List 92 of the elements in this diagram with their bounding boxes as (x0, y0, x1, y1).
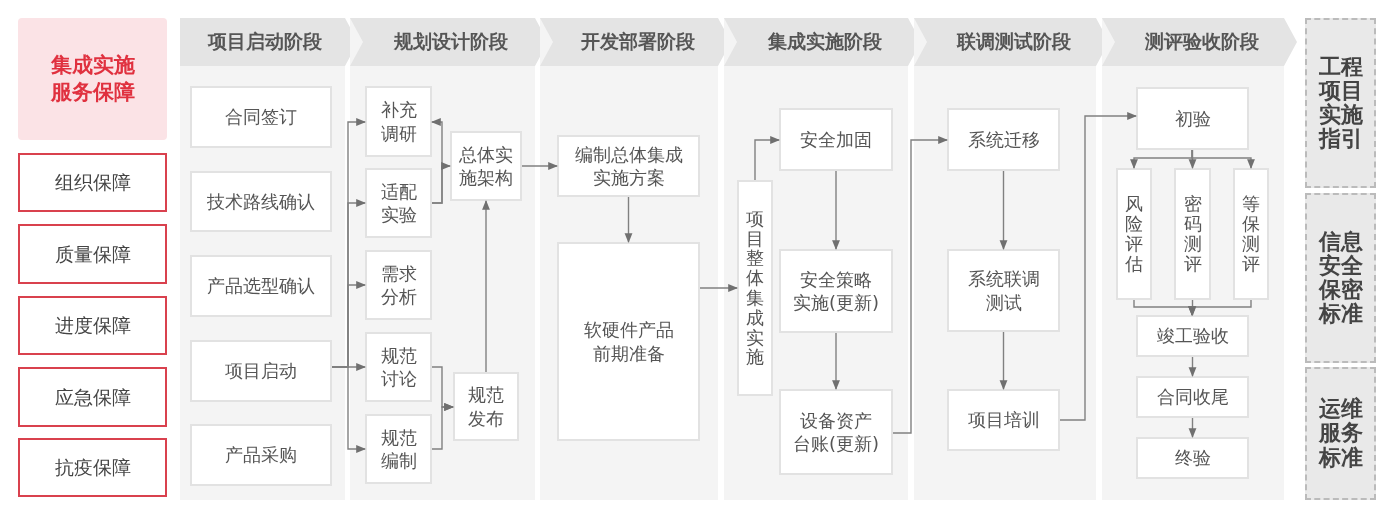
arrow (699, 284, 738, 292)
process-box (365, 332, 432, 402)
process-box (365, 168, 432, 238)
process-box (190, 340, 332, 402)
node-text: 产品采购 (225, 443, 297, 467)
process-box (190, 255, 332, 317)
process-box (365, 414, 432, 484)
process-box (1136, 376, 1249, 418)
process-box (737, 180, 773, 396)
process-box (947, 389, 1060, 451)
process-box (190, 86, 332, 148)
guarantee-box (18, 224, 167, 284)
arrow (431, 403, 454, 450)
node-text: 规范发布 (468, 383, 504, 430)
node-text: 技术路线确认 (207, 189, 315, 214)
process-box (190, 424, 332, 486)
process-box (947, 249, 1060, 332)
process-box (190, 171, 332, 232)
node-text: 集成实施服务保障 (50, 51, 135, 106)
node-text: 项目培训 (967, 408, 1040, 432)
node-text: 密码测评 (1183, 194, 1202, 274)
node-text: 规范编制 (380, 425, 417, 473)
arrow (999, 331, 1008, 390)
node-text: 规范讨论 (380, 343, 417, 391)
arrow (1188, 356, 1197, 377)
arrow (832, 332, 840, 390)
guarantee-box (18, 367, 167, 427)
node-text: 应急保障 (54, 384, 131, 410)
node-text: 系统联调测试 (967, 267, 1040, 314)
panel-text: 运维服务标准 (1318, 397, 1363, 470)
node-text: 总体实施架构 (459, 142, 513, 190)
panel-text: 信息安全保密标准 (1318, 229, 1363, 327)
node-text: 合同签订 (225, 105, 297, 129)
node-text: 安全策略实施(更新) (792, 267, 880, 315)
process-box (557, 135, 700, 197)
node-text: 初验 (1174, 106, 1211, 131)
standard-panel (1305, 18, 1376, 188)
arrow (832, 170, 840, 250)
process-box (557, 242, 700, 441)
arrow (1188, 417, 1197, 438)
node-text: 项目整体集成实施 (746, 208, 764, 368)
guarantee-box (18, 153, 167, 212)
node-text: 竣工验收 (1156, 324, 1229, 348)
arrow (431, 162, 451, 204)
node-text: 终验 (1174, 446, 1211, 470)
node-text: 软硬件产品前期准备 (583, 318, 674, 365)
process-box (365, 250, 432, 320)
arrow (624, 196, 633, 243)
node-text: 项目启动 (225, 359, 297, 383)
arrow (521, 162, 558, 170)
arrow (1191, 149, 1255, 169)
process-box (365, 86, 432, 157)
node-text: 抗疫保障 (54, 455, 131, 480)
arrow (482, 200, 490, 373)
arrow (1059, 112, 1137, 421)
node-text: 适配实验 (380, 179, 417, 227)
process-box (1136, 437, 1249, 479)
node-text: 风险评估 (1125, 194, 1143, 274)
node-text: 进度保障 (54, 313, 131, 338)
arrow (1188, 299, 1252, 316)
standard-panel (1305, 193, 1376, 363)
standard-panel (1305, 367, 1376, 500)
node-text: 质量保障 (54, 241, 131, 267)
title-box (18, 18, 167, 140)
node-text: 系统迁移 (967, 127, 1040, 152)
stage-header: 测评验收阶段 (1102, 18, 1297, 66)
node-text: 合同收尾 (1156, 385, 1229, 409)
panel-text: 工程项目实施指引 (1318, 54, 1363, 152)
node-text: 编制总体集成实施方案 (574, 142, 683, 190)
node-text: 组织保障 (54, 170, 131, 195)
guarantee-box (18, 438, 167, 497)
process-box (779, 108, 893, 171)
node-text: 设备资产台账(更新) (792, 408, 880, 456)
guarantee-box (18, 296, 167, 355)
process-box (1116, 168, 1152, 300)
process-box (450, 131, 522, 201)
process-box (779, 389, 893, 475)
process-box (1174, 168, 1211, 300)
arrow (892, 136, 948, 434)
process-box (1136, 87, 1249, 150)
process-box (779, 249, 893, 333)
process-box (1233, 168, 1269, 300)
node-text: 等保测评 (1242, 194, 1260, 274)
node-text: 安全加固 (800, 127, 872, 152)
process-box (453, 372, 519, 441)
node-text: 需求分析 (380, 261, 417, 309)
process-box (947, 108, 1060, 171)
process-box (1136, 315, 1249, 357)
arrow (999, 170, 1008, 250)
node-text: 补充调研 (380, 98, 417, 145)
arrow (754, 136, 780, 181)
node-text: 产品选型确认 (207, 274, 315, 298)
